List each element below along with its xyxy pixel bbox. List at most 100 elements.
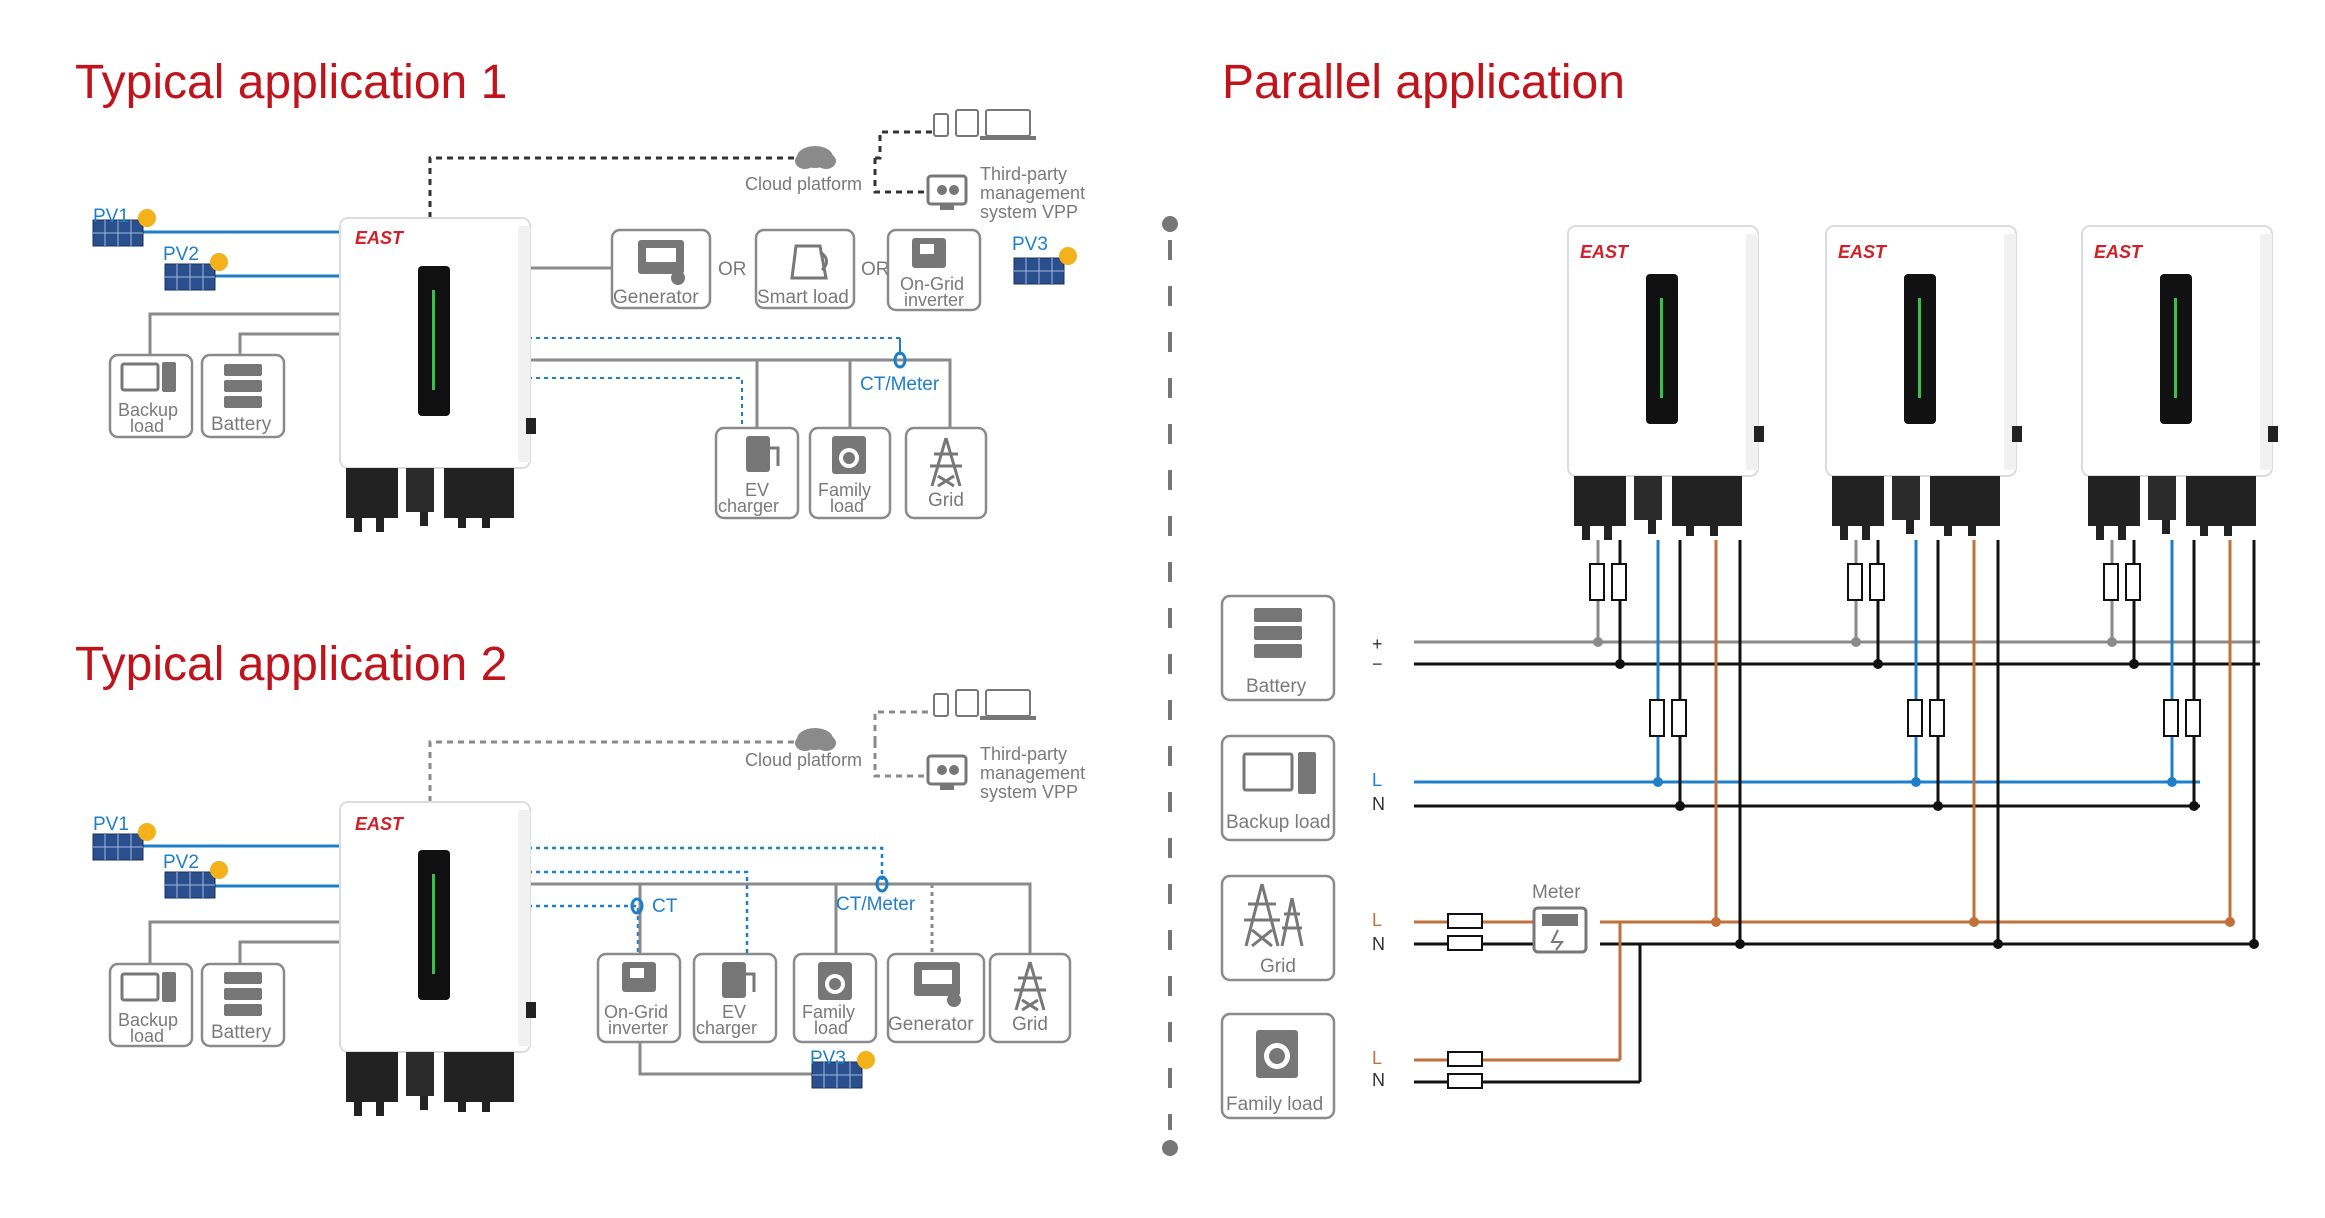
backup-label: Backup [118,1010,178,1030]
third-party-label: management [980,183,1085,203]
or-label: OR [861,259,890,280]
ongrid-inverter-icon [622,962,656,992]
generator-icon [638,240,685,285]
brand-label: EAST [2094,242,2144,262]
inverter-icon [339,801,537,1117]
grid-label: Grid [1260,956,1296,977]
third-party-label: Third-party [980,744,1067,764]
battery-label: Battery [211,414,272,435]
inverter-icon [1567,225,1765,541]
brand-label: EAST [1838,242,1888,262]
or-label: OR [718,259,747,280]
ct-icon [893,351,907,369]
l-label: L [1372,1048,1382,1068]
battery-icon [224,972,262,1016]
brand-label: EAST [355,814,405,834]
ct-icon [630,897,644,915]
ct-meter-label: CT/Meter [860,374,940,395]
computer-icon [1242,752,1316,794]
grid-label: Grid [928,490,964,511]
pylon-icon [1014,961,1046,1012]
title-app2: Typical application 2 [75,638,507,691]
parallel-inverter-3: EAST [2081,225,2279,949]
ct-meter-icon [875,875,889,893]
cloud-icon [795,146,836,169]
brand-label: EAST [355,228,405,248]
n-label: N [1372,1070,1385,1090]
cloud-icon [795,728,836,751]
washer-icon [818,962,852,1000]
third-party-label: Third-party [980,164,1067,184]
ongrid-box [596,952,682,1044]
inverter-icon [2081,225,2279,541]
app1-diagram: EAST PV1 PV2 PV3 Cloud platform Third-pa… [92,109,1085,533]
grid-box [988,952,1072,1044]
ongrid-label: inverter [608,1018,668,1038]
computer-icon [120,972,176,1002]
kettle-icon [790,244,828,280]
third-party-label: management [980,763,1085,783]
family-label: Family [818,480,871,500]
family-label: Family [802,1002,855,1022]
battery-label: Battery [211,1022,272,1043]
third-party-label: system VPP [980,782,1078,802]
grid-box [1220,874,1336,982]
ongrid-label: On-Grid [900,274,964,294]
pylon-icon [930,437,962,488]
pv2-label: PV2 [163,244,199,265]
pylon-icon [1244,883,1304,948]
pv3-label: PV3 [810,1048,846,1069]
meter-label: Meter [1532,882,1581,903]
ongrid-box [886,228,982,312]
computer-icon [120,362,176,392]
parallel-diagram: Meter Battery + − Backup load L N [1220,225,2279,1120]
plus-label: + [1372,634,1383,654]
inverter-icon [1825,225,2023,541]
cloud-label: Cloud platform [745,174,862,194]
backup-label: Backup load [1226,812,1331,833]
title-parallel: Parallel application [1222,56,1625,109]
grid-box [904,426,988,520]
parallel-inverter-2: EAST [1825,225,2023,949]
washer-icon [1256,1030,1298,1078]
section-divider [1162,216,1178,1156]
backup-label: load [130,1026,164,1046]
battery-label: Battery [1246,676,1307,697]
devices-icon [933,109,1037,141]
ongrid-inverter-icon [912,238,946,268]
ev-label: EV [745,480,769,500]
n-label: N [1372,934,1385,954]
cloud-label: Cloud platform [745,750,862,770]
ct-label: CT [652,896,678,917]
ev-charger-icon [746,436,780,472]
pv3-label: PV3 [1012,234,1048,255]
smart-load-label: Smart load [757,287,849,308]
app2-diagram: EAST PV1 PV2 PV3 Cloud platform Third-pa… [92,689,1085,1117]
third-party-label: system VPP [980,202,1078,222]
devices-icon [933,689,1037,721]
n-label: N [1372,794,1385,814]
ongrid-label: inverter [904,290,964,310]
family-label: Family load [1226,1094,1323,1115]
ev-label: charger [718,496,779,516]
brand-label: EAST [1580,242,1630,262]
l-label: L [1372,770,1382,790]
backup-label: Backup [118,400,178,420]
ct-meter-label: CT/Meter [836,894,916,915]
family-label: load [830,496,864,516]
pv1-label: PV1 [93,206,129,227]
minus-label: − [1372,654,1383,674]
vpp-icon [926,174,968,210]
pv1-label: PV1 [93,814,129,835]
pv2-label: PV2 [163,852,199,873]
vpp-icon [926,754,968,790]
parallel-inverter-1: EAST [1567,225,1765,949]
grid-label: Grid [1012,1014,1048,1035]
generator-label: Generator [888,1014,974,1035]
battery-icon [1254,608,1302,658]
title-app1: Typical application 1 [75,56,507,109]
ev-label: charger [696,1018,757,1038]
ev-charger-icon [722,962,756,998]
generator-icon [914,962,961,1007]
